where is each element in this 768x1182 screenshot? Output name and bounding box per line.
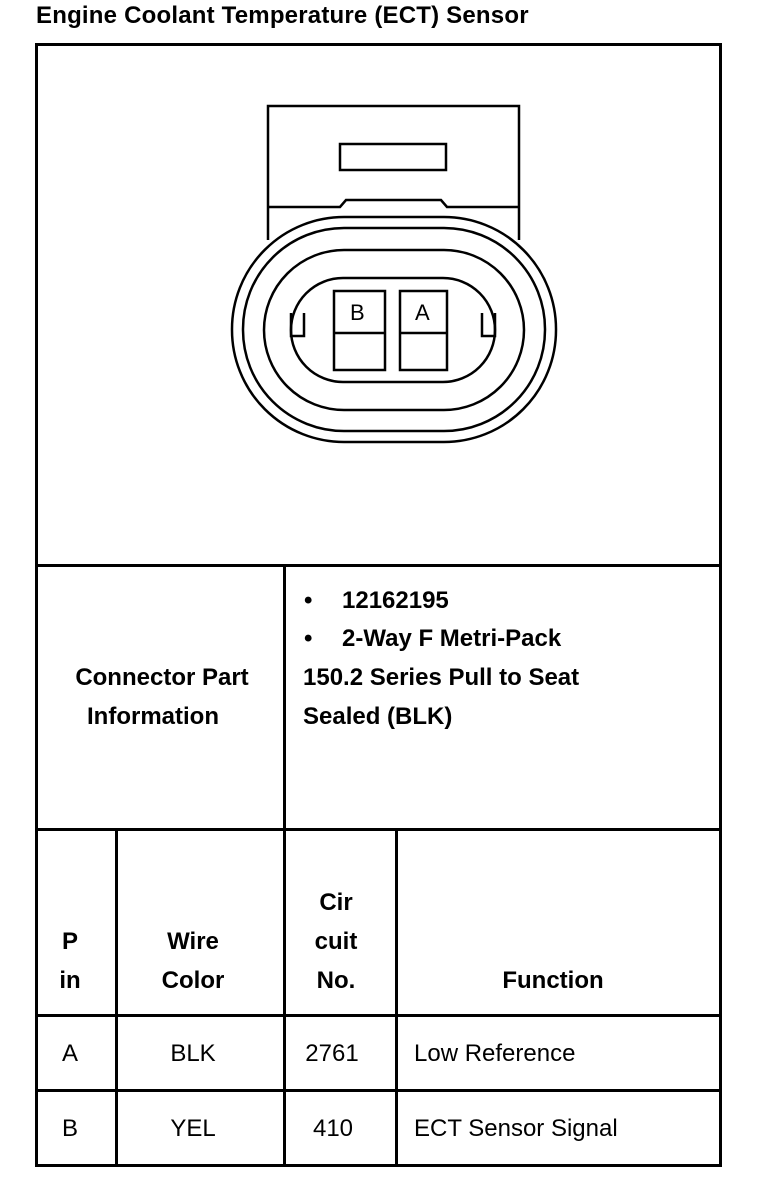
terminal-b-label: B xyxy=(350,300,365,325)
header-wire-line1: Wire xyxy=(167,928,219,955)
wire-color-cell: YEL xyxy=(170,1115,216,1142)
connector-type-bullet: • 2-Way F Metri-Pack xyxy=(304,625,561,653)
terminal-b xyxy=(332,289,387,372)
header-circuit-line3: No. xyxy=(316,967,356,994)
bullet-icon: • xyxy=(304,625,313,652)
part-info-label-line2: Information xyxy=(87,703,219,730)
function-cell: Low Reference xyxy=(414,1040,576,1067)
terminal-a xyxy=(398,289,449,372)
header-circuit-line2: cuit xyxy=(314,928,358,955)
header-pin-line1: P xyxy=(61,928,78,955)
terminal-cavity xyxy=(289,276,497,384)
part-number: 12162195 xyxy=(342,587,449,614)
header-pin-line2: in xyxy=(59,967,81,994)
terminal-a-label: A xyxy=(415,300,430,325)
circuit-cell: 410 xyxy=(312,1115,354,1142)
wire-color-cell: BLK xyxy=(170,1040,216,1067)
connector-desc-line1: 150.2 Series Pull to Seat xyxy=(303,664,580,691)
circuit-cell: 2761 xyxy=(305,1040,359,1067)
document-title: Engine Coolant Temperature (ECT) Sensor xyxy=(36,2,529,29)
pin-cell: B xyxy=(61,1115,78,1142)
connector-desc-line2: Sealed (BLK) xyxy=(303,703,453,730)
latch-slot xyxy=(338,142,448,172)
connector-outer-shell xyxy=(230,215,558,444)
part-number-bullet: • 12162195 xyxy=(304,587,449,615)
connector-type: 2-Way F Metri-Pack xyxy=(342,625,562,652)
pin-cell: A xyxy=(61,1040,78,1067)
header-circuit-line1: Cir xyxy=(319,889,353,916)
header-function: Function xyxy=(502,967,604,994)
table-frame xyxy=(35,43,722,1167)
bullet-icon: • xyxy=(304,587,313,614)
function-cell: ECT Sensor Signal xyxy=(414,1115,618,1142)
header-wire-line2: Color xyxy=(161,967,225,994)
part-info-label-line1: Connector Part xyxy=(75,664,249,691)
